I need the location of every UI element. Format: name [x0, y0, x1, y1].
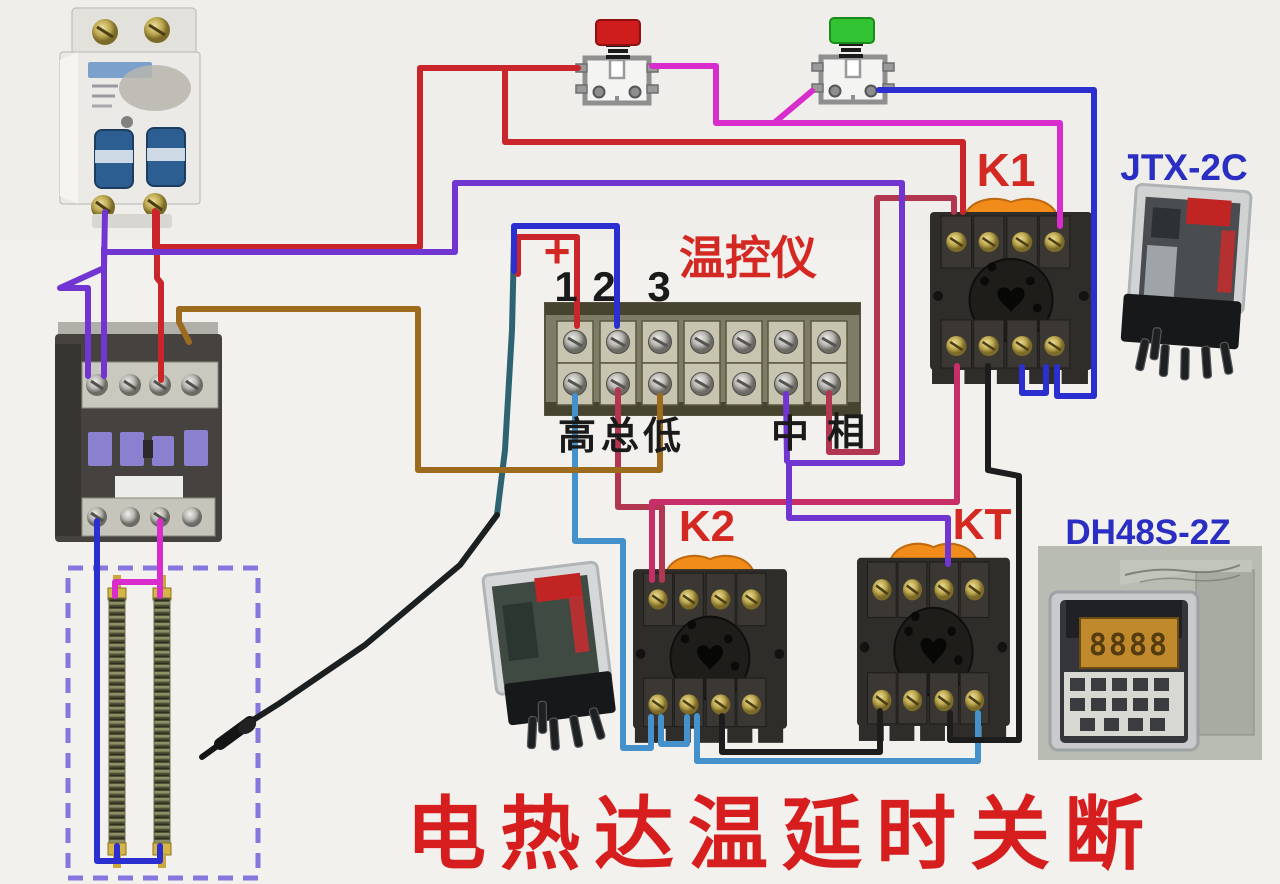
timer-display-value: 8888 — [1089, 628, 1169, 663]
wire-segment — [102, 180, 951, 567]
labels: + 1 2 3 温控仪 高 总 低 中 相 K1 JTX-2C K2 KT DH… — [406, 144, 1248, 879]
contactor-button — [152, 436, 174, 466]
k2-label: K2 — [679, 502, 735, 551]
wire-segment — [615, 387, 665, 583]
jtx-relay — [1120, 182, 1253, 381]
wire-segment — [719, 708, 883, 755]
wires-dark-blue — [94, 87, 1097, 864]
relay-socket-k2 — [631, 554, 789, 745]
timer-housing-side — [1195, 569, 1255, 736]
diagram-title: 电热达温延时关断 — [406, 790, 1158, 879]
total-label: 总 — [601, 416, 639, 458]
relay-socket-k1 — [928, 197, 1094, 386]
middle-label: 中 — [771, 414, 809, 456]
breaker-top-cap — [71, 7, 197, 57]
wires-black — [719, 363, 1022, 755]
wires — [57, 63, 1097, 864]
wire-segment — [154, 210, 164, 383]
kt-label: KT — [953, 500, 1012, 549]
sensor-lead-teal — [494, 240, 517, 518]
terminal-3-label: 3 — [647, 263, 670, 310]
low-label: 低 — [643, 416, 681, 458]
start-button-frame — [812, 57, 894, 102]
start-button-cap — [829, 17, 875, 44]
temperature-sensor-probe — [199, 240, 517, 760]
wires-red — [152, 65, 966, 383]
wire-segment — [511, 223, 620, 329]
wire-segment — [502, 65, 966, 215]
plus-label: + — [544, 225, 571, 277]
mk2p-relay — [481, 560, 616, 751]
relay-base — [504, 671, 616, 726]
relay-red-element — [534, 572, 583, 603]
circuit-breaker — [59, 7, 201, 228]
sensor-probe-tip — [199, 741, 223, 760]
timer-keys — [1070, 678, 1169, 731]
wire-segment — [112, 579, 163, 599]
wires-pink — [649, 363, 960, 583]
wire-segment — [826, 195, 957, 455]
wires-purple — [57, 180, 951, 567]
timer-display — [1079, 617, 1179, 669]
contactor-button — [184, 430, 208, 466]
wires-magenta — [112, 63, 1063, 599]
sensor-cable — [247, 512, 500, 725]
relay-red-element — [1185, 197, 1232, 227]
wires-crimson — [615, 195, 957, 583]
wire-segment — [947, 363, 1022, 743]
breaker-logo-mark — [119, 65, 191, 111]
sensor-probe-collar — [237, 717, 257, 735]
wire-segment — [783, 391, 790, 464]
wire-segment — [649, 363, 960, 583]
k1-label: K1 — [977, 144, 1036, 196]
wire-segment — [94, 518, 163, 864]
breaker-side-bevel — [60, 52, 78, 204]
heating-element-2 — [152, 575, 172, 868]
wire-segment — [876, 87, 1097, 399]
heating-element-1 — [107, 575, 127, 868]
wire-segment — [1019, 364, 1049, 396]
contactor-label-strip — [115, 476, 183, 498]
contactor-side — [55, 344, 81, 536]
phase-label: 相 — [827, 412, 865, 454]
wire-segment — [771, 88, 815, 126]
contactor-button — [120, 432, 144, 466]
wire-segment — [176, 306, 663, 473]
stop-button — [576, 19, 658, 103]
contactor — [55, 322, 222, 542]
temp-controller-label: 温控仪 — [679, 232, 817, 284]
wires-brown — [176, 306, 663, 473]
timer-model-label: DH48S-2Z — [1065, 513, 1230, 552]
jtx-model-label: JTX-2C — [1120, 147, 1247, 188]
terminal-2-label: 2 — [592, 263, 615, 310]
timer-housing-top — [1120, 560, 1252, 585]
dh48s-timer: 8888 — [1038, 546, 1262, 760]
terminal-1-label: 1 — [554, 263, 577, 310]
stop-button-frame — [576, 58, 658, 103]
start-button — [812, 17, 894, 102]
wire-segment — [658, 714, 690, 747]
wire-segment — [572, 393, 654, 751]
relay-base — [1120, 293, 1242, 350]
wire-segment — [515, 234, 580, 329]
wire-segment — [649, 63, 1063, 229]
temp-controller-terminal-block — [544, 302, 861, 416]
contactor-button — [88, 432, 112, 466]
stop-button-cap — [595, 19, 641, 46]
high-label: 高 — [558, 416, 596, 458]
